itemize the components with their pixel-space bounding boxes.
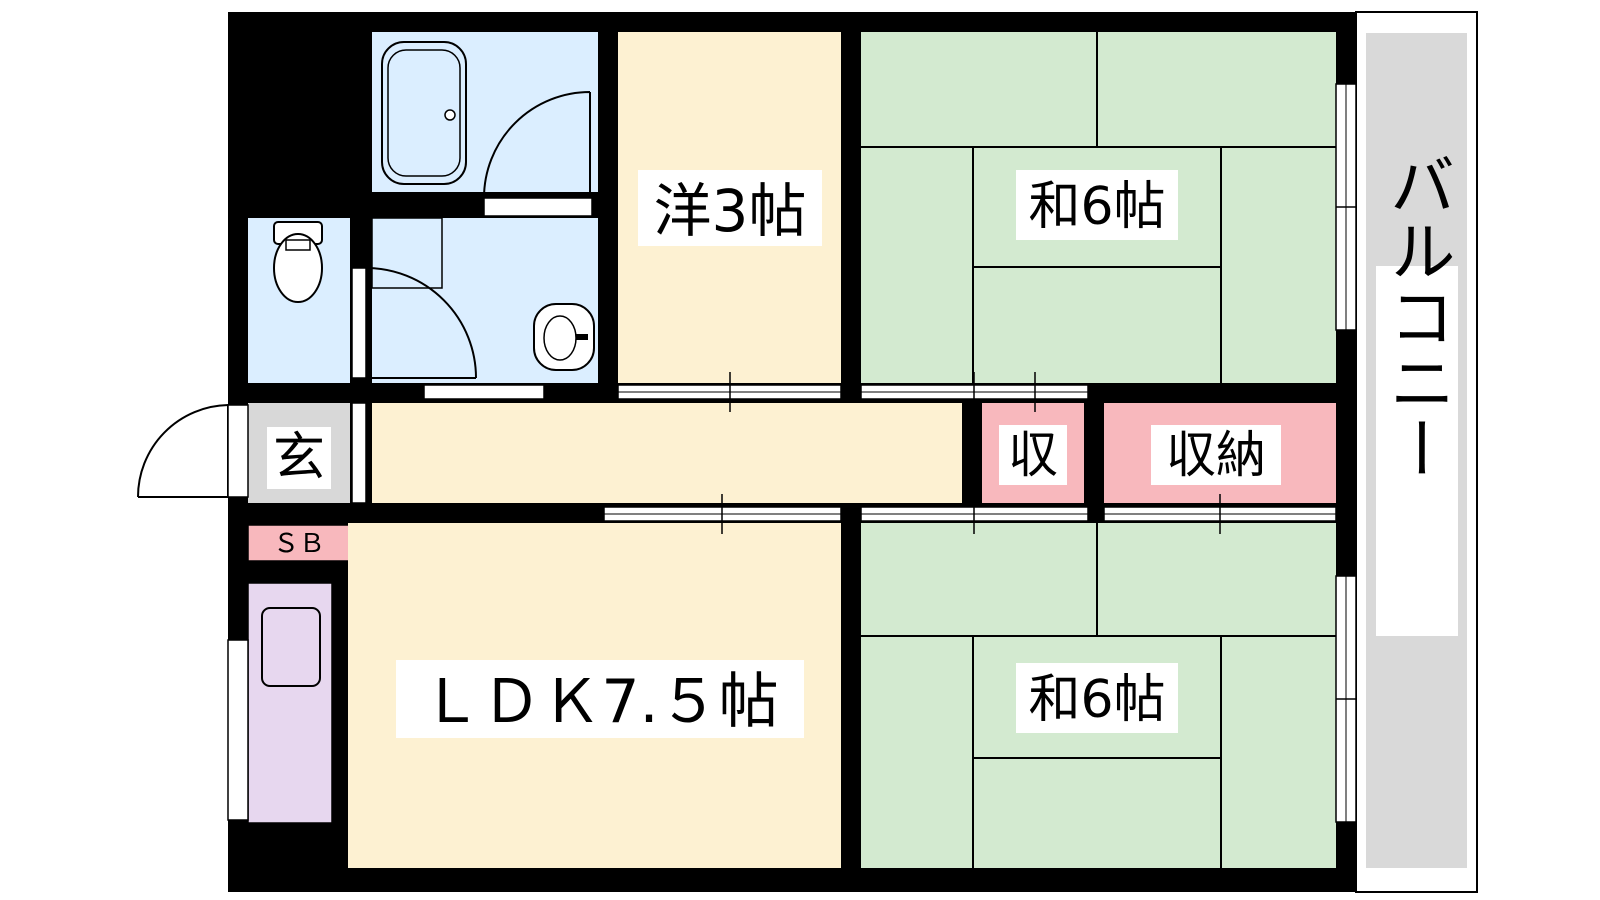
bath-door xyxy=(483,91,591,199)
pipe-space xyxy=(248,32,372,210)
washitsu-upper-label: 和6帖 xyxy=(1028,177,1165,237)
ldk-label: ＬＤＫ7.５帖 xyxy=(421,667,778,737)
bathtub xyxy=(381,41,467,185)
closet-small-label: 収 xyxy=(1008,426,1058,484)
sliding-doors-upper xyxy=(423,372,1089,412)
shoe-box xyxy=(247,524,351,562)
sliding-doors-lower xyxy=(603,494,1337,534)
balcony-label: バルコニー xyxy=(1379,151,1456,481)
stove-icon xyxy=(261,607,321,687)
shoe-box-label: ＳＢ xyxy=(273,529,325,559)
bathroom xyxy=(372,32,598,192)
toilet-icon xyxy=(273,221,323,303)
entrance-door xyxy=(137,404,229,498)
western-room-label: 洋3帖 xyxy=(654,177,807,245)
hallway xyxy=(372,403,962,503)
washitsu-lower-label: 和6帖 xyxy=(1028,670,1165,730)
genkan-label: 玄 xyxy=(273,428,325,488)
closet-label: 収納 xyxy=(1166,426,1266,484)
balcony-windows xyxy=(1335,83,1357,823)
sink-icon xyxy=(533,303,595,371)
